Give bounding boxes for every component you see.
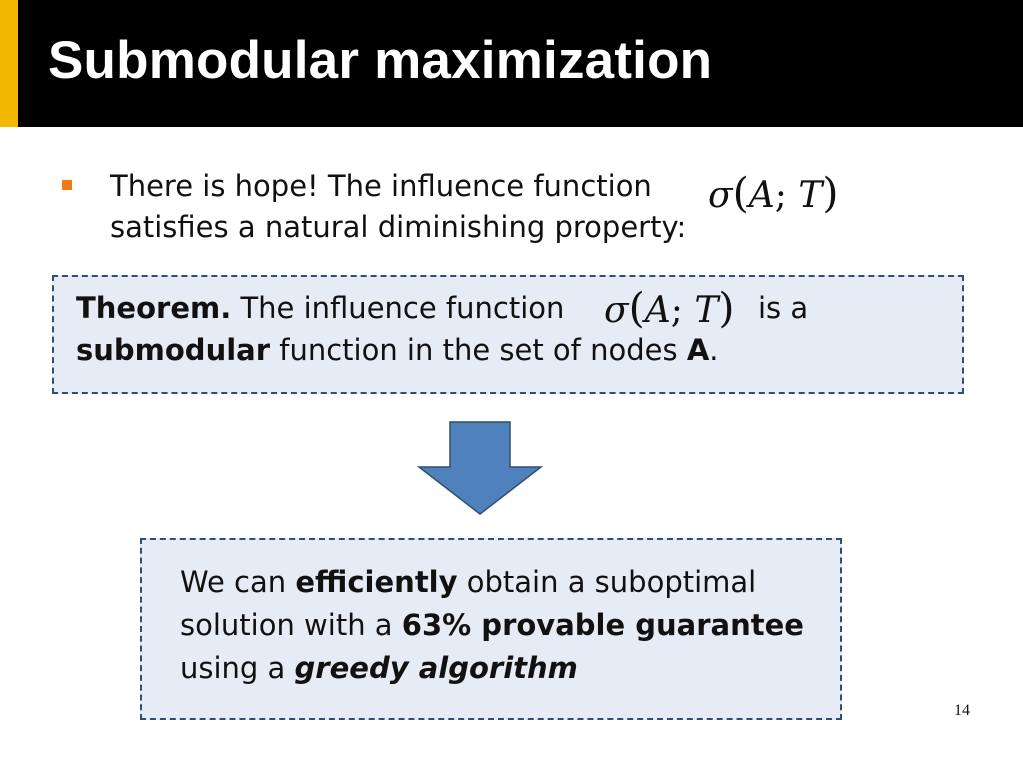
result-text: We can efficiently obtain a suboptimal s… bbox=[180, 561, 840, 690]
result-bold-guarantee: 63% provable guarantee bbox=[401, 608, 804, 642]
result-part-2: obtain a suboptimal bbox=[457, 565, 757, 599]
theorem-bold-word: submodular bbox=[76, 333, 271, 367]
down-arrow-icon bbox=[416, 421, 544, 515]
formula-set-a: A bbox=[748, 175, 775, 216]
theorem-text: Theorem. The influence function submodul… bbox=[76, 287, 956, 371]
theorem-formula: σ(A; T) bbox=[604, 280, 735, 339]
theorem-line-2: function in the set of nodes bbox=[270, 333, 687, 367]
theorem-nodes: A bbox=[686, 333, 710, 367]
slide-title: Submodular maximization bbox=[48, 31, 713, 90]
result-part-4: using a bbox=[180, 651, 295, 685]
theorem-line-1: The influence function bbox=[231, 291, 565, 325]
formula-close-paren: ) bbox=[718, 284, 735, 332]
formula-separator: ; bbox=[670, 290, 683, 331]
result-greedy-algorithm: greedy algorithm bbox=[294, 651, 578, 685]
result-part-3: solution with a bbox=[180, 608, 402, 642]
formula-sigma: σ bbox=[708, 175, 733, 216]
result-box bbox=[140, 538, 842, 720]
formula-set-a: A bbox=[644, 290, 671, 331]
header-accent-bar bbox=[0, 0, 18, 127]
formula-sigma: σ bbox=[604, 290, 629, 331]
result-part-1: We can bbox=[180, 565, 296, 599]
theorem-box bbox=[52, 275, 964, 394]
theorem-is-a: is a bbox=[758, 291, 809, 325]
formula-open-paren: ( bbox=[732, 169, 749, 217]
square-bullet-icon bbox=[62, 180, 72, 190]
bullet-text: There is hope! The influence function sa… bbox=[110, 166, 730, 248]
result-bold-efficiently: efficiently bbox=[295, 565, 458, 599]
formula-open-paren: ( bbox=[628, 284, 645, 332]
formula-time-t: T bbox=[694, 290, 719, 331]
page-number: 14 bbox=[954, 702, 970, 719]
formula-separator: ; bbox=[774, 175, 787, 216]
theorem-label: Theorem. bbox=[76, 291, 232, 325]
influence-formula: σ(A; T) bbox=[708, 166, 839, 223]
slide-header: Submodular maximization bbox=[0, 0, 1023, 127]
formula-close-paren: ) bbox=[822, 169, 839, 217]
bullet-line-2: satisfies a natural diminishing property… bbox=[110, 210, 687, 244]
bullet-line-1: There is hope! The influence function bbox=[110, 169, 652, 203]
formula-time-t: T bbox=[798, 175, 823, 216]
theorem-period: . bbox=[709, 333, 719, 367]
